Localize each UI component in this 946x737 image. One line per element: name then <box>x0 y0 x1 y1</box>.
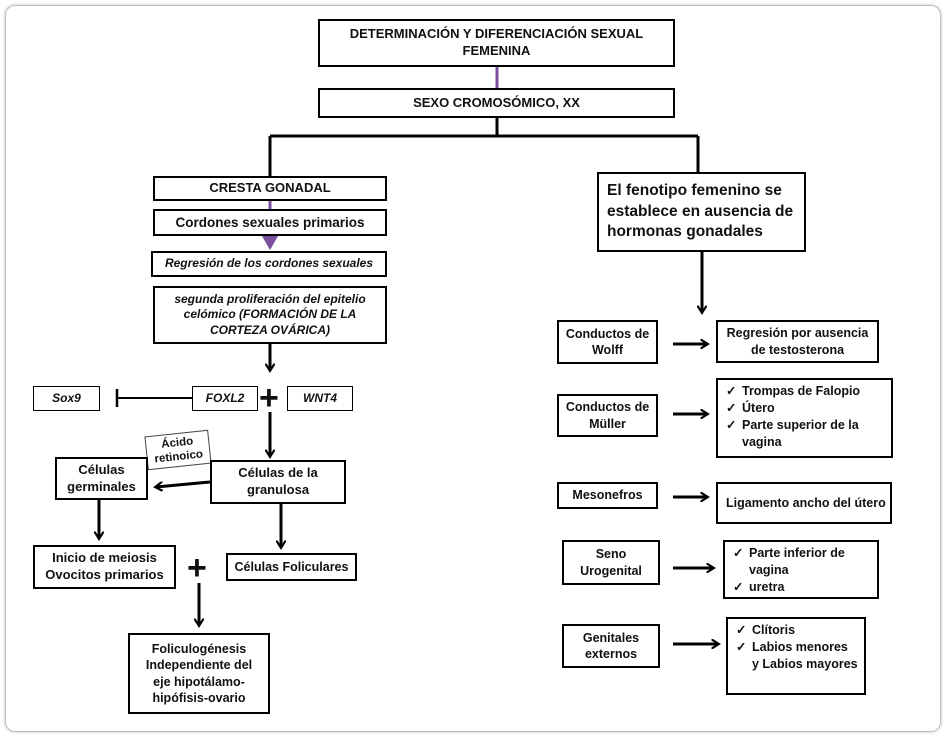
granulosa-text: Células de la granulosa <box>238 465 318 497</box>
genitales-text: Genitales externos <box>582 630 640 661</box>
cordones-arrowhead <box>262 236 278 250</box>
foliculo-box: Foliculogénesis Independiente del eje hi… <box>128 633 270 714</box>
plus-sign-meiosis: + <box>187 549 207 587</box>
meiosis-box: Inicio de meiosis Ovocitos primarios <box>33 545 176 589</box>
foxl2-text: FOXL2 <box>205 390 245 405</box>
muller-item: ✓Parte superior de la vagina <box>726 417 859 449</box>
check-icon: ✓ <box>733 579 744 594</box>
genitales-item: ✓Labios menores y Labios mayores <box>736 639 858 671</box>
check-icon: ✓ <box>733 546 744 560</box>
meiosis-text-2: Ovocitos primarios <box>45 567 164 582</box>
seno-item: ✓Parte inferior de vagina <box>733 546 845 577</box>
regresion-text: Regresión de los cordones sexuales <box>164 256 374 271</box>
regresion-box: Regresión de los cordones sexuales <box>151 251 387 277</box>
foliculares-text: Células Foliculares <box>234 559 349 574</box>
wolff-result-box: Regresión por ausencia de testosterona <box>716 320 879 363</box>
wolff-text: Conductos de Wolff <box>565 326 650 357</box>
acido-note: Ácido retinoico <box>144 429 212 471</box>
segunda-box: segunda proliferación del epitelio celóm… <box>153 286 387 344</box>
seno-list-box: ✓Parte inferior de vagina ✓uretra <box>723 540 879 599</box>
genitales-item: ✓Clítoris <box>736 623 796 637</box>
fenotipo-box: El fenotipo femenino se establece en aus… <box>597 172 806 252</box>
mesonefros-box: Mesonefros <box>557 482 658 509</box>
check-icon: ✓ <box>726 384 737 398</box>
sox9-box: Sox9 <box>33 386 100 411</box>
sexo-box: SEXO CROMOSÓMICO, XX <box>318 88 675 118</box>
fenotipo-text: El fenotipo femenino se establece en aus… <box>607 181 794 241</box>
mesonefros-text: Mesonefros <box>572 488 643 503</box>
cordones-text: Cordones sexuales primarios <box>175 214 365 230</box>
cresta-box: CRESTA GONADAL <box>153 176 387 201</box>
check-icon: ✓ <box>736 639 747 654</box>
diagram-frame <box>5 5 941 732</box>
muller-item: ✓Útero <box>726 400 775 415</box>
arrow-germinales <box>156 480 211 487</box>
seno-text: Seno Urogenital <box>580 547 642 578</box>
sexo-text: SEXO CROMOSÓMICO, XX <box>413 94 580 110</box>
germinales-box: Células germinales <box>55 457 148 500</box>
foliculo-text: Foliculogénesis Independiente del eje hi… <box>145 642 253 705</box>
check-icon: ✓ <box>726 400 737 415</box>
title-box: DETERMINACIÓN Y DIFERENCIACIÓN SEXUAL FE… <box>318 19 675 67</box>
wnt4-box: WNT4 <box>287 386 353 411</box>
muller-text: Conductos de Müller <box>565 400 650 431</box>
mesonefros-result-box: Ligamento ancho del útero <box>716 482 892 524</box>
plus-sign-genes: + <box>259 379 279 417</box>
meiosis-text-1: Inicio de meiosis <box>52 550 157 566</box>
seno-box: Seno Urogenital <box>562 540 660 585</box>
cresta-text: CRESTA GONADAL <box>209 180 331 196</box>
wnt4-text: WNT4 <box>303 390 337 405</box>
acido-text: Ácido retinoico <box>153 435 204 466</box>
genitales-list-box: ✓Clítoris ✓Labios menores y Labios mayor… <box>726 617 866 695</box>
title-text: DETERMINACIÓN Y DIFERENCIACIÓN SEXUAL FE… <box>349 26 644 58</box>
wolff-box: Conductos de Wolff <box>557 320 658 364</box>
segunda-text: segunda proliferación del epitelio celóm… <box>174 291 366 337</box>
check-icon: ✓ <box>736 623 747 637</box>
wolff-result-text: Regresión por ausencia de testosterona <box>726 326 869 357</box>
seno-item: ✓uretra <box>733 579 785 594</box>
mesonefros-result-text: Ligamento ancho del útero <box>726 495 886 510</box>
genitales-box: Genitales externos <box>562 624 660 668</box>
muller-list-box: ✓Trompas de Falopio ✓Útero ✓Parte superi… <box>716 378 893 458</box>
sox9-text: Sox9 <box>52 390 81 405</box>
muller-box: Conductos de Müller <box>557 394 658 437</box>
germinales-text: Células germinales <box>67 461 136 494</box>
check-icon: ✓ <box>726 417 737 432</box>
granulosa-box: Células de la granulosa <box>210 460 346 504</box>
foliculares-box: Células Foliculares <box>226 553 357 581</box>
muller-item: ✓Trompas de Falopio <box>726 384 861 398</box>
cordones-box: Cordones sexuales primarios <box>153 209 387 236</box>
foxl2-box: FOXL2 <box>192 386 258 411</box>
